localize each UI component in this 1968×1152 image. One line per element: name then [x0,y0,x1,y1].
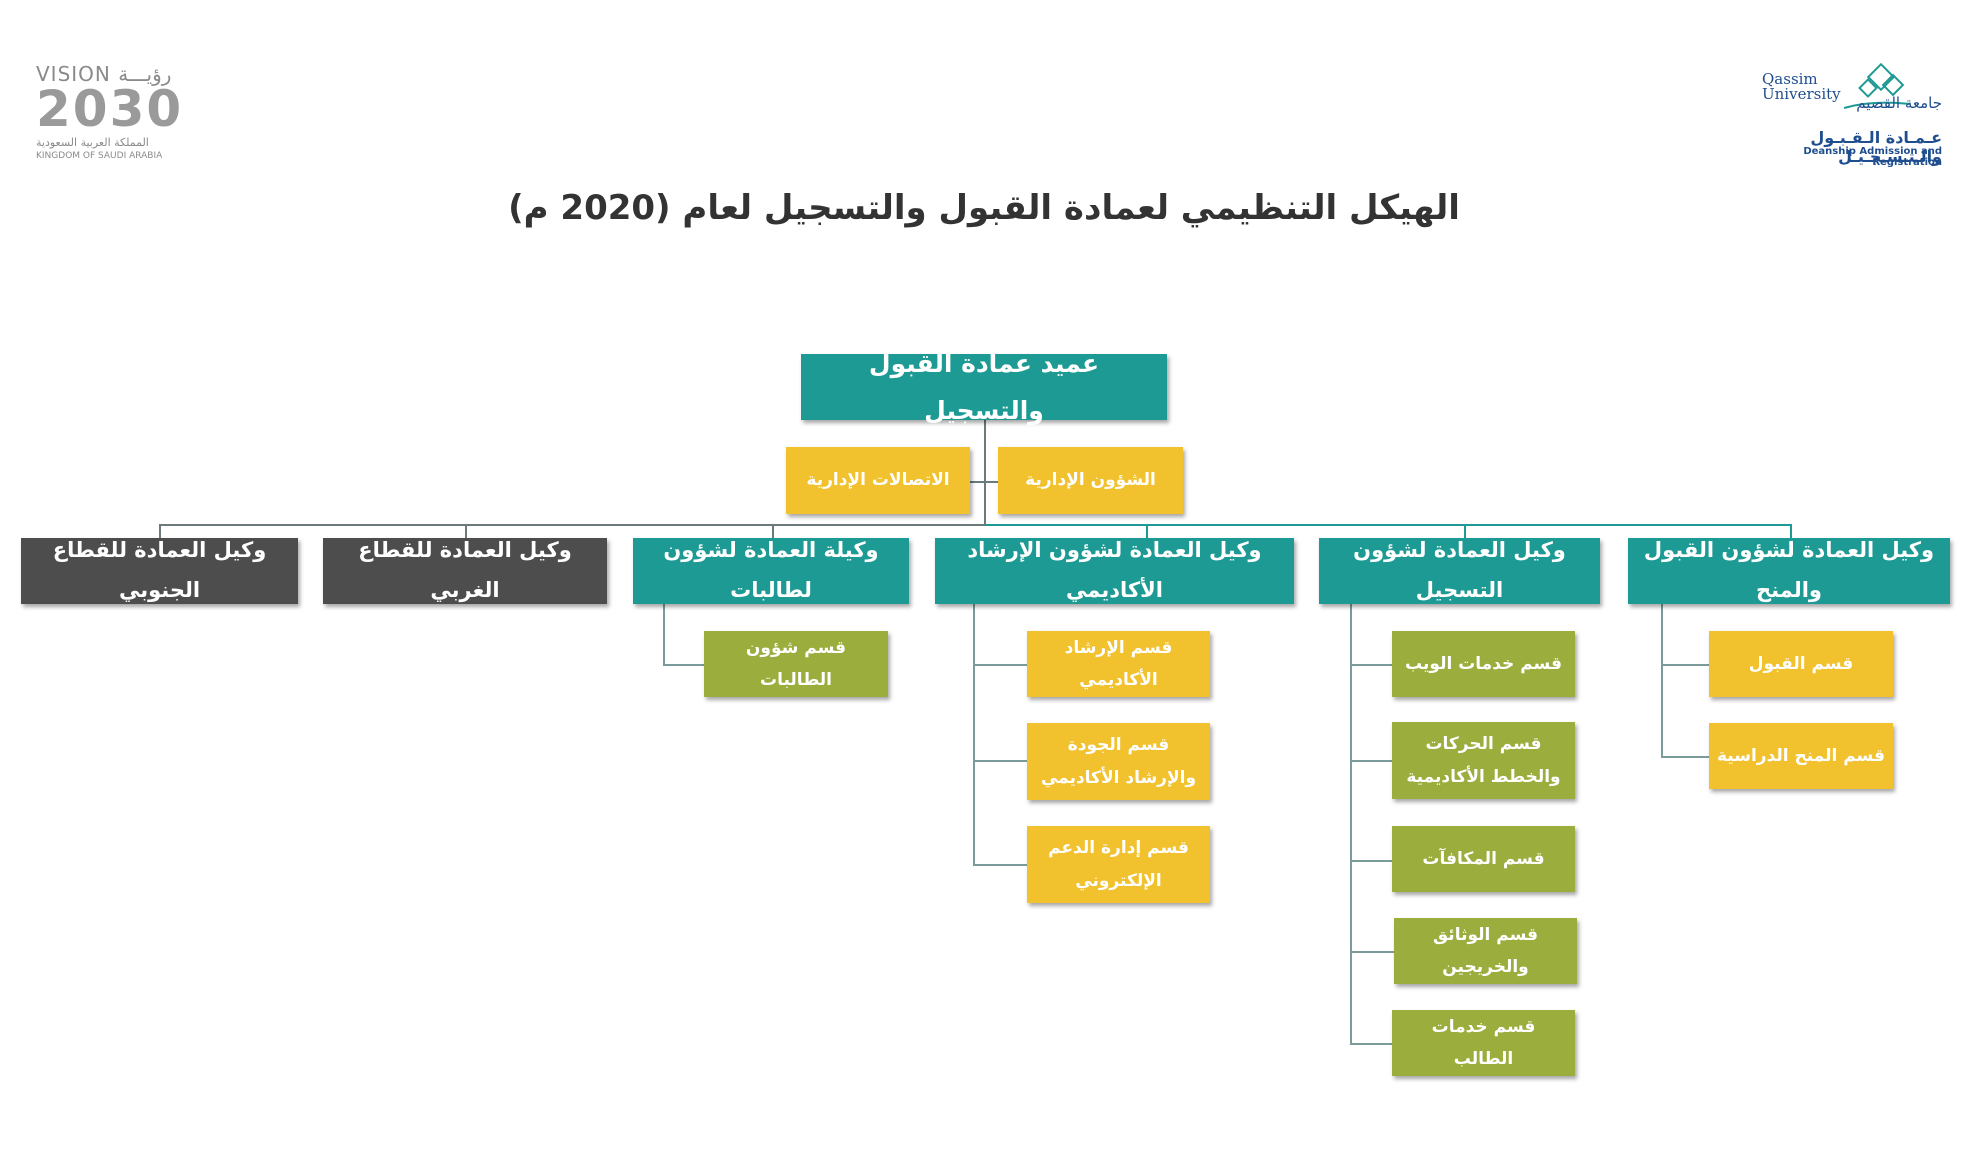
dept-female-affairs-box: قسم شؤون الطالبات [704,631,888,697]
dept-academic-guidance-box: قسم الإرشاد الأكاديمي [1027,631,1210,697]
registration-branch-line [1350,604,1352,1044]
registration-link-4 [1350,951,1394,953]
registration-link-5 [1350,1043,1392,1045]
qassim-arabic-name: جامعة القصيم [1856,94,1942,112]
drop-female [772,524,774,538]
dept-documents-graduates-box: قسم الوثائق والخريجين [1394,918,1577,984]
guidance-branch-line [973,604,975,865]
drop-west [465,524,467,538]
admin-affairs-box: الشؤون الإدارية [998,447,1183,514]
dept-admission-box: قسم القبول [1709,631,1893,697]
vision-top-text: VISION رؤيـــة [36,62,172,86]
guidance-link-3 [973,864,1027,866]
dept-scholarships-box: قسم المنح الدراسية [1709,723,1893,789]
dept-student-services-box: قسم خدمات الطالب [1392,1010,1575,1076]
guidance-link-1 [973,664,1027,666]
admin-communications-box: الاتصالات الإدارية [786,447,970,514]
registration-link-2 [1350,760,1392,762]
dept-web-services-box: قسم خدمات الويب [1392,631,1575,697]
bus-right-line [985,524,1791,526]
vice-dean-west-box: وكيل العمادة للقطاع الغربي [323,538,607,604]
drop-registration [1464,524,1466,538]
qassim-university-logo: Qassim University جامعة القصيم عـمـادة ا… [1762,56,1942,168]
registration-link-3 [1350,860,1392,862]
dept-academic-plans-box: قسم الحركات والخطط الأكاديمية [1392,722,1575,799]
vice-dean-female-box: وكيلة العمادة لشؤون لطالبات [633,538,909,604]
admission-link-1 [1661,664,1709,666]
vice-dean-guidance-box: وكيل العمادة لشؤون الإرشاد الأكاديمي [935,538,1294,604]
qassim-emblem-icon [1843,62,1911,109]
dept-rewards-box: قسم المكافآت [1392,826,1575,892]
drop-south [159,524,161,538]
vision-english-text: KINGDOM OF SAUDI ARABIA [36,151,163,161]
vice-dean-registration-box: وكيل العمادة لشؤون التسجيل [1319,538,1600,604]
dean-trunk-line [984,420,986,526]
vision-2030-logo: VISION رؤيـــة 2030 المملكة العربية السع… [36,62,186,162]
bus-left-line [159,524,985,526]
drop-admission [1790,524,1792,538]
dept-e-support-box: قسم إدارة الدعم الإلكتروني [1027,826,1210,903]
deanship-arabic: عـمـادة الـقـبـول والـتـسـجـيـل [1810,128,1942,166]
vision-number: 2030 [36,80,184,138]
admission-link-2 [1661,756,1709,758]
vision-arabic-text: المملكة العربية السعودية [36,136,149,149]
vice-dean-admission-box: وكيل العمادة لشؤون القبول والمنح [1628,538,1950,604]
page-title: الهيكل التنظيمي لعمادة القبول والتسجيل ل… [508,188,1460,228]
guidance-link-2 [973,760,1027,762]
vice-dean-south-box: وكيل العمادة للقطاع الجنوبي [21,538,298,604]
registration-link-1 [1350,664,1392,666]
dept-quality-guidance-box: قسم الجودة والإرشاد الأكاديمي [1027,723,1210,800]
female-link-1 [663,664,704,666]
drop-guidance [1146,524,1148,538]
admission-branch-line [1661,604,1663,758]
deanship-english: Deanship Admission and Registration [1803,146,1942,168]
female-branch-line [663,604,665,665]
dean-box: عميد عمادة القبول والتسجيل [801,349,1167,425]
admin-connector-line [970,481,998,483]
qassim-english-name: Qassim University [1762,70,1841,103]
